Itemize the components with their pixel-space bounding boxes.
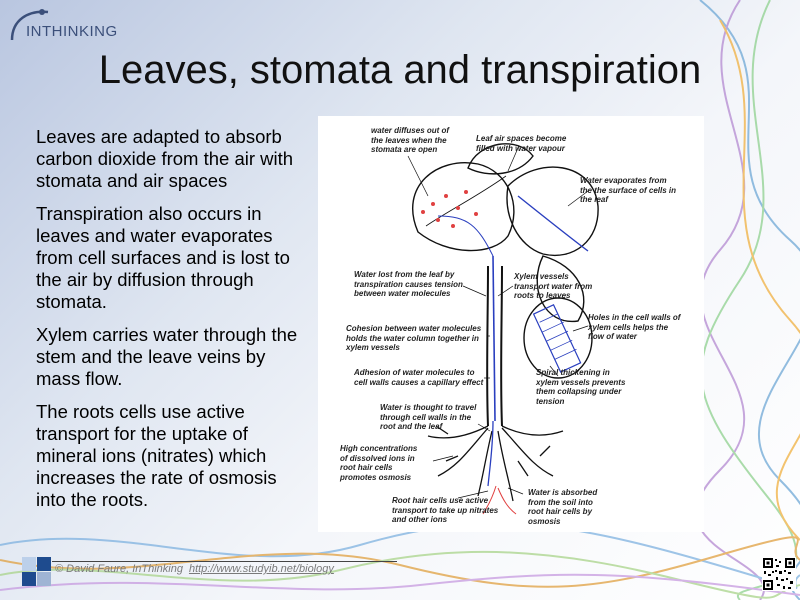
- bullet-transpiration: Transpiration also occurs in leaves and …: [36, 203, 290, 312]
- annotation-water-lost: Water lost from the leaf by transpiratio…: [354, 270, 463, 298]
- stem: [486, 265, 489, 427]
- annotation-water-absorbed: Water is absorbed from the soil into roo…: [528, 488, 598, 526]
- footer-credit: © David Faure, InThinking http://www.stud…: [55, 563, 334, 575]
- slide-title: Leaves, stomata and transpiration: [98, 48, 702, 92]
- logo-text: INTHINKING: [26, 23, 118, 40]
- annotation-root-hair: Root hair cells use active transport to …: [392, 496, 499, 524]
- transpiration-diagram: water diffuses out of the leaves when th…: [318, 116, 704, 532]
- annotation-cohesion: Cohesion between water molecules holds t…: [346, 324, 482, 352]
- top-leaf: [467, 143, 534, 175]
- footer-divider: [52, 561, 397, 562]
- qr-code-icon: [762, 557, 796, 591]
- inthinking-logo: [10, 9, 49, 41]
- annotation-xylem-vessels: Xylem vessels transport water from roots…: [514, 272, 593, 300]
- annotation-water-evaporates: Water evaporates from the the surface of…: [580, 176, 677, 204]
- annotation-adhesion: Adhesion of water molecules to cell wall…: [354, 368, 484, 387]
- footer-logo-squares: [22, 557, 51, 586]
- left-leaf: [412, 162, 515, 252]
- bullet-xylem: Xylem carries water through the stem and…: [36, 324, 298, 389]
- roots: [427, 425, 564, 502]
- right-leaf: [506, 166, 599, 257]
- xylem-zoom-circle: [523, 297, 593, 379]
- annotation-holes: Holes in the cell walls of xylem cells h…: [588, 313, 681, 341]
- bullet-stomata: Leaves are adapted to absorb carbon diox…: [36, 126, 294, 191]
- bullet-roots: The roots cells use active transport for…: [36, 401, 277, 510]
- lower-right-leaf: [536, 255, 585, 322]
- footer-link[interactable]: http://www.studyib.net/biology: [188, 563, 334, 575]
- annotation-water-travel: Water is thought to travel through cell …: [380, 403, 477, 431]
- footer-copyright: © David Faure, InThinking: [55, 563, 183, 575]
- annotation-water-diffuses: water diffuses out of the leaves when th…: [371, 126, 450, 154]
- stomata-water-dots: [421, 190, 478, 228]
- annotation-spiral: Spiral thickening in xylem vessels preve…: [536, 368, 626, 406]
- bullet-list: Leaves are adapted to absorb carbon diox…: [36, 126, 308, 522]
- annotation-leaf-air-spaces: Leaf air spaces become filled with water…: [476, 134, 567, 153]
- plant-illustration: [407, 143, 599, 515]
- annotation-high-concentrations: High concentrations of dissolved ions in…: [340, 444, 418, 482]
